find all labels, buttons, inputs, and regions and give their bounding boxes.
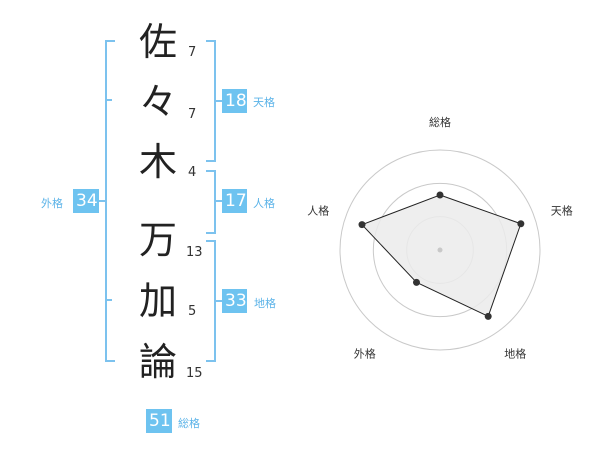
name-char-6: 論 [138, 340, 177, 384]
radar-axis-label: 外格 [354, 347, 376, 361]
gaikaku-bracket-tick [105, 299, 112, 301]
radar-point-4 [412, 278, 420, 286]
chikaku-connector [214, 300, 222, 302]
jinkaku-connector [214, 200, 222, 202]
name-char-2: 々 [138, 80, 177, 124]
radar-axis-label: 人格 [307, 203, 329, 217]
chikaku-label: 地格 [254, 297, 276, 310]
radar-point-5 [358, 221, 366, 229]
gaikaku-bracket [105, 40, 115, 362]
tenkaku-label: 天格 [253, 96, 275, 109]
soukaku-value-badge: 51 [146, 409, 172, 433]
stroke-count-5: 5 [188, 304, 197, 319]
radar-axis-label: 天格 [551, 203, 573, 217]
stroke-count-4: 13 [186, 245, 203, 260]
radar-point-1 [436, 191, 444, 199]
stroke-count-2: 7 [188, 107, 197, 122]
jinkaku-bracket [206, 170, 216, 234]
jinkaku-value-badge: 17 [222, 189, 247, 213]
radar-area [361, 194, 522, 318]
radar-point-3 [484, 312, 492, 320]
stroke-count-6: 15 [186, 366, 203, 381]
gaikaku-label: 外格 [41, 197, 63, 210]
tenkaku-connector [214, 100, 222, 102]
stroke-count-1: 7 [188, 45, 197, 60]
name-char-4: 万 [138, 218, 177, 262]
stroke-count-3: 4 [188, 165, 197, 180]
tenkaku-value-badge: 18 [222, 89, 247, 113]
gaikaku-value-badge: 34 [73, 189, 99, 213]
name-char-1: 佐 [138, 20, 177, 64]
name-char-3: 木 [138, 140, 177, 184]
radar-center-dot [437, 247, 443, 253]
radar-ring [339, 149, 541, 351]
chikaku-value-badge: 33 [222, 289, 247, 313]
gaikaku-bracket-tick [105, 99, 112, 101]
radar-axis-label: 総格 [429, 115, 451, 129]
gaikaku-connector [98, 200, 106, 202]
radar-axis-label: 地格 [504, 347, 526, 361]
jinkaku-label: 人格 [253, 197, 275, 210]
name-char-5: 加 [138, 279, 177, 323]
soukaku-label: 総格 [178, 417, 200, 430]
radar-point-2 [517, 220, 525, 228]
